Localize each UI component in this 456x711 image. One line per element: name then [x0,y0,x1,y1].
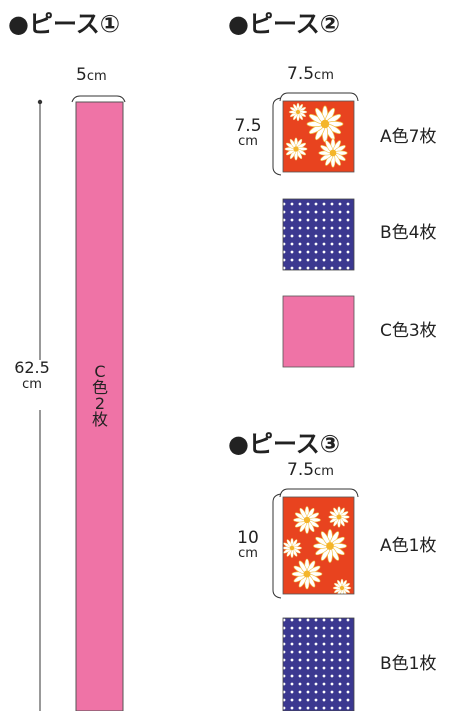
piece3-title: ●ピース③ [228,430,341,458]
piece1-strip [75,101,124,711]
piece2-title: ●ピース② [228,10,341,38]
piece1-width-unit: cm [86,69,107,84]
piece2-dimensions [272,92,359,176]
piece3-height-bracket [272,493,282,599]
piece2-row-c-label: C色3枚 [380,321,437,341]
piece2-row-b-label: B色4枚 [380,223,437,243]
piece2-height-unit: cm [238,134,258,149]
piece1-height-unit: cm [22,377,42,392]
strip-label-char: C [94,362,106,381]
piece1-height-value: 62.5 [14,358,50,377]
strip-label-char: 枚 [91,410,108,429]
piece2-row-a-label: A色7枚 [380,127,437,147]
piece2-width-value: 7.5 [287,64,315,84]
piece3-dimensions [272,488,359,599]
piece2-width-bracket [279,92,359,102]
piece3-height-unit: cm [238,546,258,561]
piece3-width-unit: cm [314,464,334,479]
piece2-swatch-c [282,295,355,368]
piece3-swatch-b [282,617,355,711]
piece3-height-value: 10 [237,528,259,548]
piece1-height-label: 62.5 cm [10,360,54,391]
piece1-width-label: 5cm [76,67,107,84]
piece2-width-unit: cm [314,68,334,83]
piece1-dimensions [39,95,126,711]
strip-label-char: 2 [94,394,106,413]
piece3-width-label: 7.5cm [287,462,334,479]
piece1-width-value: 5 [76,65,87,85]
piece3-row-b-label: B色1枚 [380,654,437,674]
piece2-width-label: 7.5cm [287,66,334,83]
piece3-swatch-a [283,497,354,594]
piece2-height-bracket [272,97,282,176]
piece1-height-dot [37,99,43,105]
piece2-height-value: 7.5 [234,116,262,136]
piece1-width-bracket [71,95,126,103]
piece3-width-bracket [279,488,359,498]
piece1-strip-label: C 色 2 枚 [90,364,110,428]
piece2-swatch-b [282,198,355,271]
piece2-height-label: 7.5 cm [228,116,268,149]
piece1-title: ●ピース① [8,10,121,38]
strip-label-char: 色 [91,378,108,397]
piece3-width-value: 7.5 [287,460,315,480]
piece3-height-label: 10 cm [228,528,268,561]
piece2-swatch-a [283,101,354,172]
piece3-row-a-label: A色1枚 [380,536,437,556]
